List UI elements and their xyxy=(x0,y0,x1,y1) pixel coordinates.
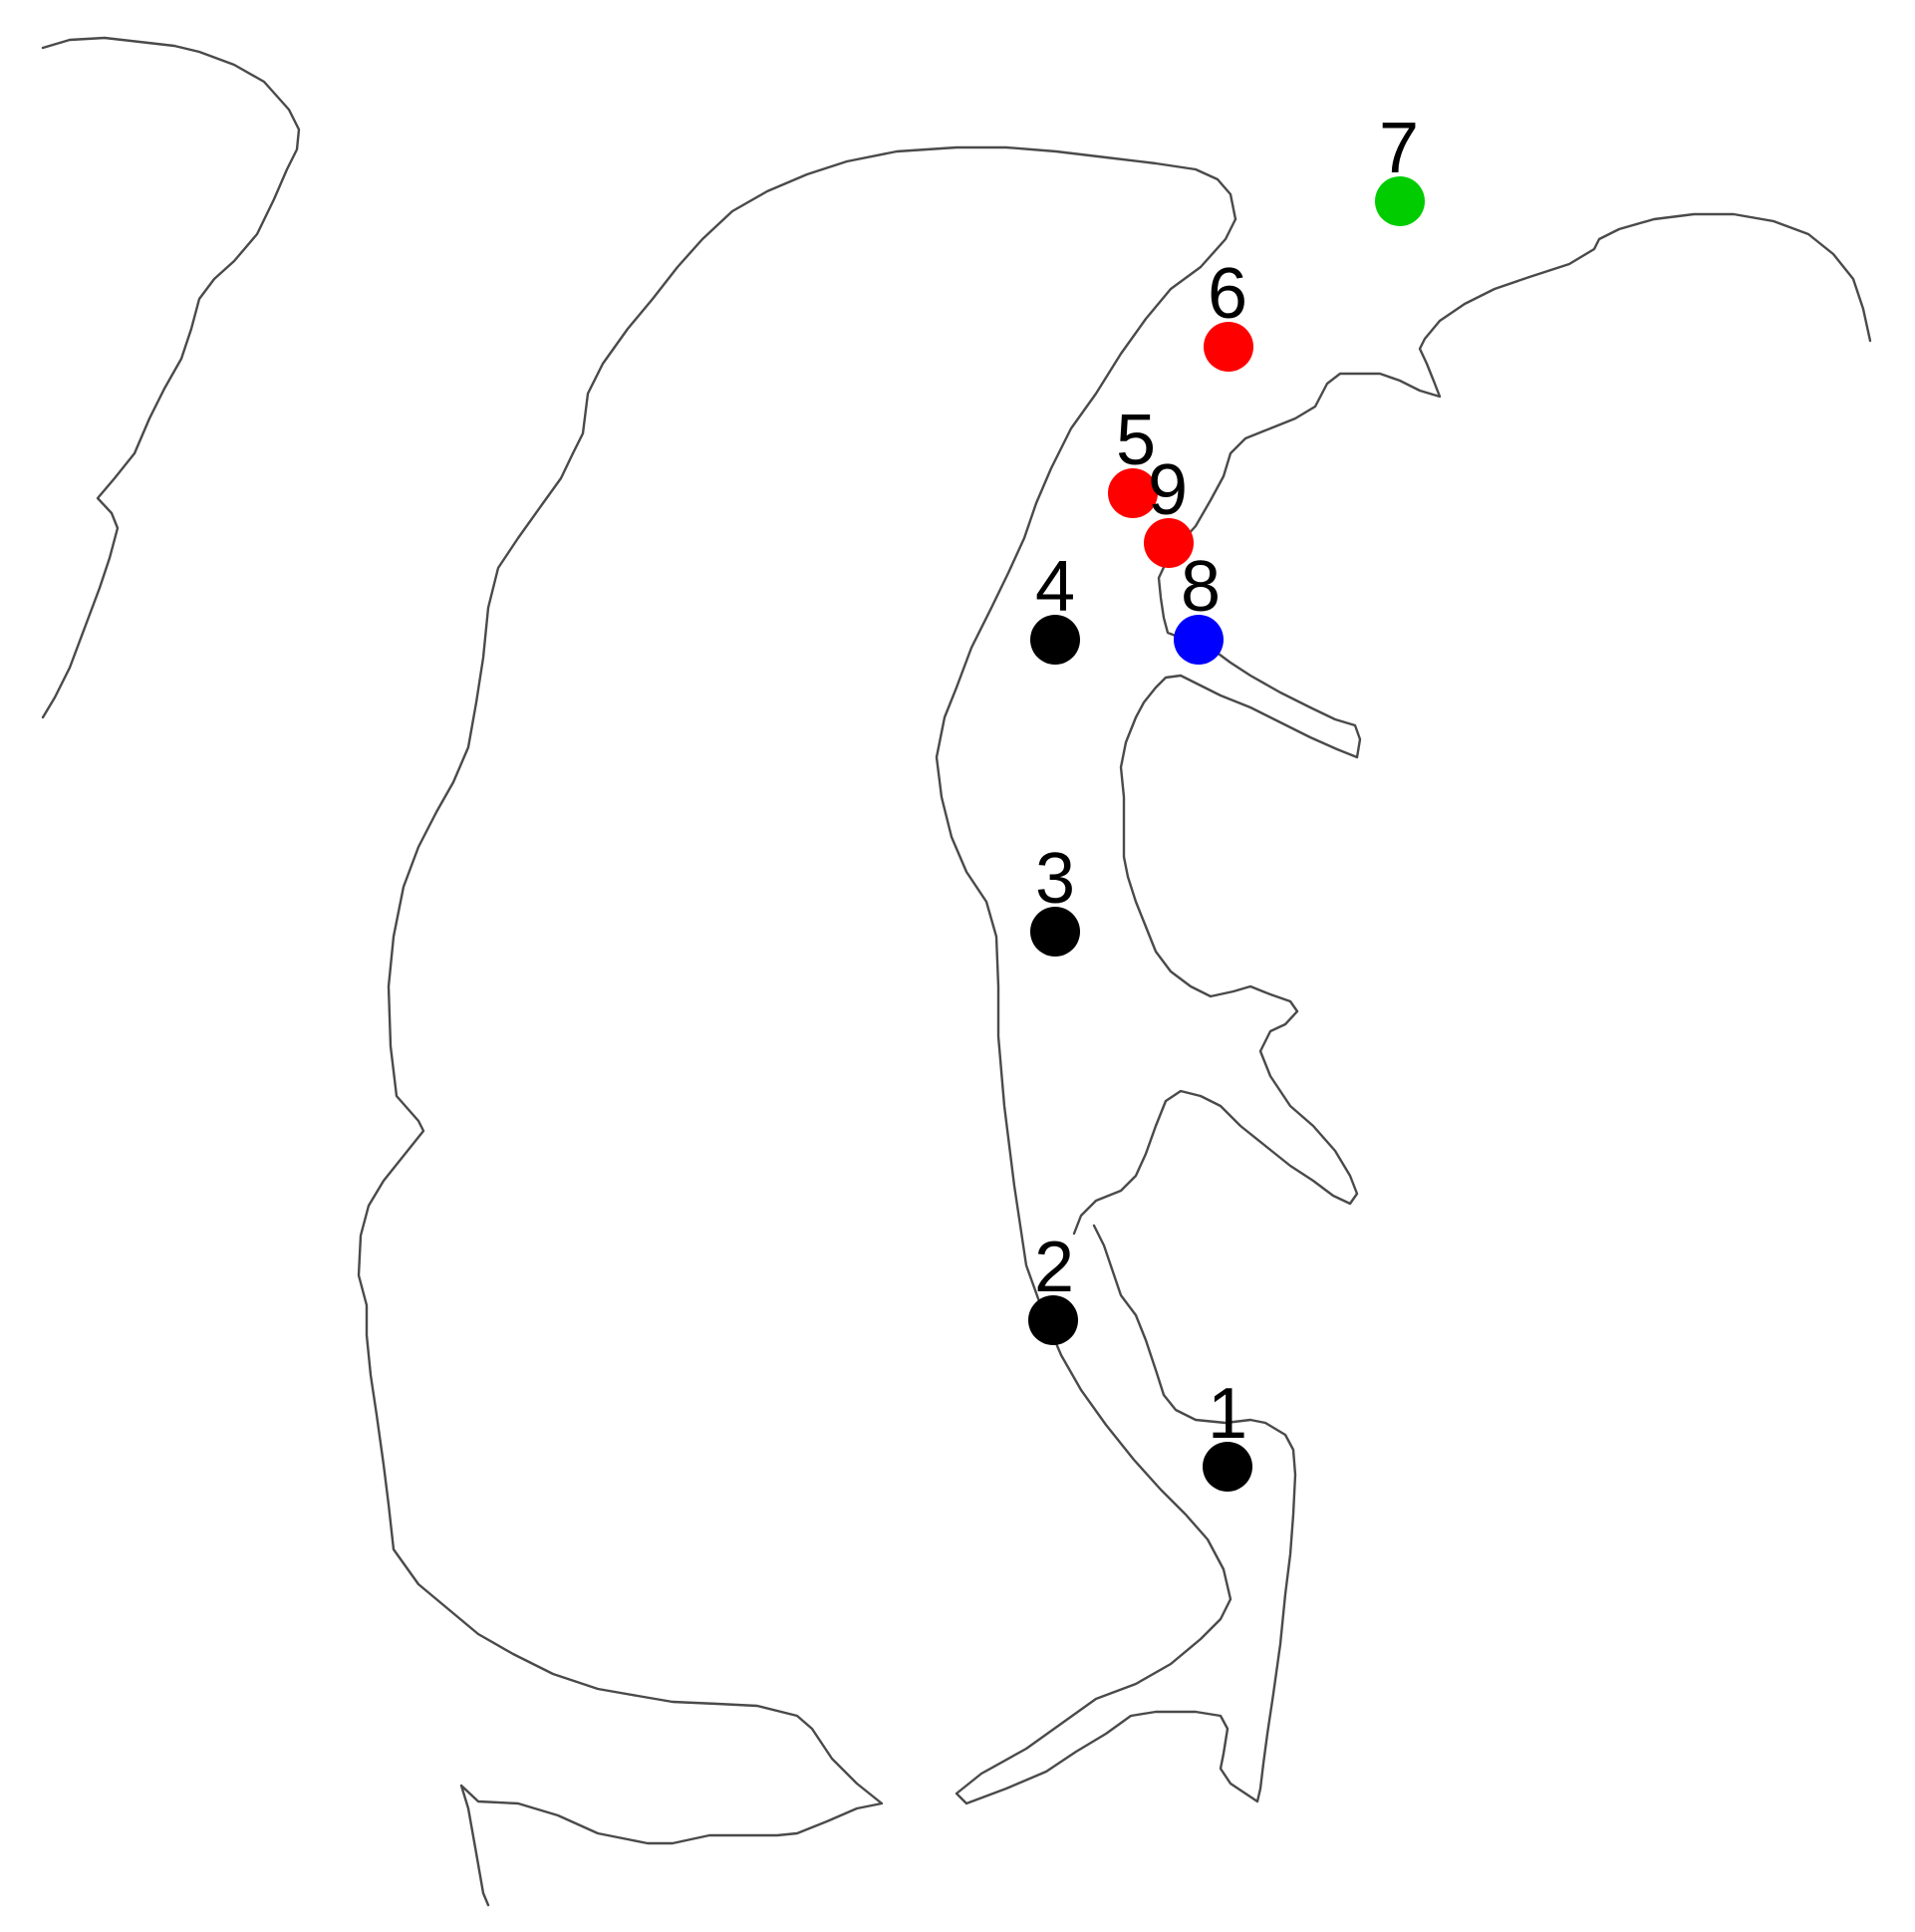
station-label-4: 4 xyxy=(1035,547,1075,627)
station-marker-2[interactable] xyxy=(1028,1295,1078,1345)
coastline-strait-west xyxy=(935,217,1297,1805)
station-marker-1[interactable] xyxy=(1203,1442,1252,1492)
station-label-3: 3 xyxy=(1035,839,1075,919)
station-9[interactable]: 9 xyxy=(1144,450,1194,568)
station-label-7: 7 xyxy=(1379,109,1419,188)
station-marker-4[interactable] xyxy=(1030,615,1080,665)
station-marker-6[interactable] xyxy=(1204,322,1253,372)
station-4[interactable]: 4 xyxy=(1030,547,1080,665)
coastline-east xyxy=(1072,212,1872,1236)
station-label-6: 6 xyxy=(1208,254,1247,334)
station-marker-8[interactable] xyxy=(1174,615,1224,665)
station-7[interactable]: 7 xyxy=(1375,109,1425,226)
station-3[interactable]: 3 xyxy=(1030,839,1080,957)
station-label-8: 8 xyxy=(1181,547,1221,627)
coastline-main-island xyxy=(357,145,1237,1907)
coastline-west xyxy=(41,36,301,719)
station-label-1: 1 xyxy=(1208,1374,1247,1454)
station-label-2: 2 xyxy=(1034,1228,1074,1307)
stations: 1 2 3 4 5 9 6 xyxy=(1028,109,1425,1492)
station-2[interactable]: 2 xyxy=(1028,1228,1078,1345)
station-6[interactable]: 6 xyxy=(1204,254,1253,372)
station-5[interactable]: 5 xyxy=(1108,401,1158,518)
station-8[interactable]: 8 xyxy=(1174,547,1224,665)
station-marker-5[interactable] xyxy=(1108,468,1158,518)
station-label-5: 5 xyxy=(1116,401,1156,480)
coastlines xyxy=(41,36,1872,1907)
station-marker-3[interactable] xyxy=(1030,907,1080,957)
station-marker-7[interactable] xyxy=(1375,176,1425,226)
station-marker-9[interactable] xyxy=(1144,518,1194,568)
station-1[interactable]: 1 xyxy=(1203,1374,1252,1492)
station-label-9: 9 xyxy=(1148,450,1188,530)
